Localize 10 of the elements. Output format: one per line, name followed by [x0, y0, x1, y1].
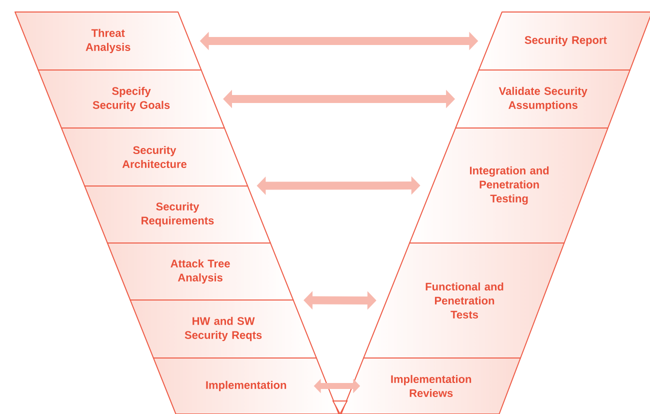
- band-segment: Security Report: [478, 12, 650, 70]
- band-segment: Attack Tree Analysis: [106, 242, 294, 300]
- band-segment: Specify Security Goals: [38, 70, 225, 128]
- band-segment: Security Architecture: [60, 128, 248, 186]
- band-segment: Security Requirements: [84, 186, 271, 244]
- band-segment: Implementation Reviews: [340, 358, 521, 414]
- band-segment: HW and SW Security Reqts: [130, 300, 317, 358]
- band-segment: Threat Analysis: [14, 12, 202, 70]
- band-segment: Validate Security Assumptions: [455, 70, 630, 128]
- band-segment: Implementation: [152, 358, 340, 414]
